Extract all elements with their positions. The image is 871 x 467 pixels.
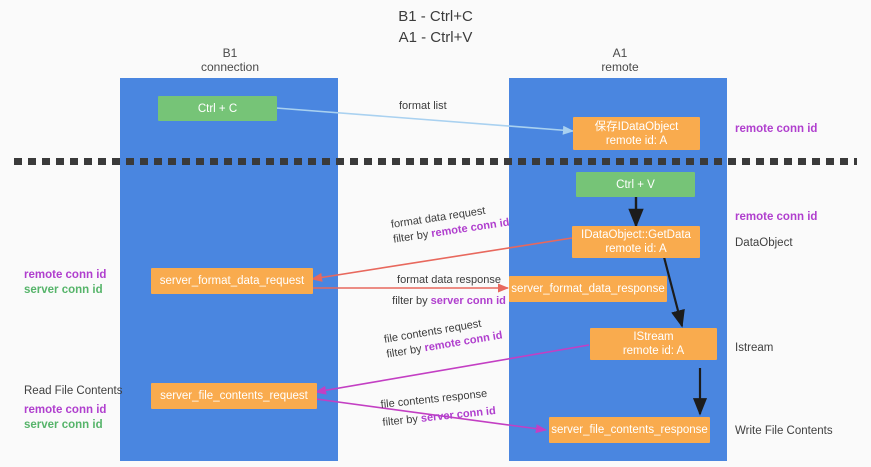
- node-idataobject-getdata-line1: IDataObject::GetData: [581, 229, 691, 241]
- filter-prefix: filter by: [381, 412, 422, 429]
- node-save-idataobject-line2: remote id: A: [605, 134, 668, 147]
- phase-divider: [14, 158, 857, 165]
- annotation-left-conn-ids-top: remote conn id server conn id: [24, 268, 106, 298]
- annotation-remote-conn-id: remote conn id: [24, 269, 107, 281]
- column-header-b1: B1 connection: [120, 46, 340, 74]
- annotation-right-write-file-contents: Write File Contents: [735, 424, 833, 439]
- annotation-server-conn-id: server conn id: [24, 284, 103, 296]
- annotation-text: remote conn id: [735, 211, 818, 223]
- flow-label-format-list-text: format list: [399, 100, 447, 112]
- annotation-text: Istream: [735, 342, 774, 354]
- node-ctrl-c[interactable]: Ctrl + C: [158, 96, 277, 121]
- column-b1-role: connection: [200, 60, 260, 74]
- column-header-a1: A1 remote: [510, 46, 730, 74]
- node-server-format-data-response[interactable]: server_format_data_response: [509, 276, 667, 302]
- annotation-right-remote-conn-id-mid: remote conn id: [735, 210, 817, 225]
- node-idataobject-getdata[interactable]: IDataObject::GetData remote id: A: [572, 226, 700, 258]
- title-line-2: A1 - Ctrl+V: [398, 29, 473, 46]
- annotation-right-istream: Istream: [735, 341, 773, 356]
- node-server-format-data-response-label: server_format_data_response: [511, 283, 665, 295]
- node-ctrl-c-label: Ctrl + C: [197, 102, 238, 115]
- annotation-text: remote conn id: [735, 123, 818, 135]
- annotation-server-conn-id: server conn id: [24, 419, 103, 431]
- node-server-file-contents-response-label: server_file_contents_response: [551, 424, 708, 436]
- node-server-format-data-request-label: server_format_data_request: [159, 275, 305, 287]
- annotation-right-dataobject: DataObject: [735, 236, 793, 251]
- annotation-remote-conn-id: remote conn id: [24, 404, 107, 416]
- node-ctrl-v-label: Ctrl + V: [616, 178, 655, 191]
- flow-label-format-data-response: format data response filter by server co…: [389, 273, 509, 309]
- filter-prefix: filter by: [392, 295, 431, 307]
- node-save-idataobject[interactable]: 保存IDataObject remote id: A: [573, 117, 700, 150]
- flow-label-format-data-request: format data request filter by remote con…: [390, 201, 511, 248]
- filter-key-server-conn-id: server conn id: [420, 405, 497, 425]
- annotation-text: Write File Contents: [735, 425, 833, 437]
- node-server-file-contents-request-label: server_file_contents_request: [160, 390, 308, 402]
- node-save-idataobject-line1: 保存IDataObject: [594, 120, 679, 133]
- column-a1-name: A1: [612, 46, 628, 60]
- node-server-format-data-request[interactable]: server_format_data_request: [151, 268, 313, 294]
- node-ctrl-v[interactable]: Ctrl + V: [576, 172, 695, 197]
- flow-label-file-contents-response: file contents response filter by server …: [380, 386, 497, 431]
- node-istream-line1: IStream: [633, 331, 674, 343]
- node-server-file-contents-request[interactable]: server_file_contents_request: [151, 383, 317, 409]
- node-server-file-contents-response[interactable]: server_file_contents_response: [549, 417, 710, 443]
- flow-label-format-data-response-filter: filter by server conn id: [389, 294, 509, 309]
- column-a1-role: remote: [601, 60, 639, 74]
- annotation-left-read-file-contents-group: Read File Contents remote conn id server…: [24, 384, 122, 433]
- diagram-title: B1 - Ctrl+C A1 - Ctrl+V: [0, 6, 871, 48]
- annotation-right-remote-conn-id-top: remote conn id: [735, 122, 817, 137]
- flow-label-file-contents-request: file contents request filter by remote c…: [383, 314, 504, 363]
- node-idataobject-getdata-line2: remote id: A: [605, 243, 667, 255]
- title-line-1: B1 - Ctrl+C: [398, 8, 473, 25]
- column-b1-name: B1: [222, 46, 238, 60]
- filter-key-server-conn-id: server conn id: [430, 295, 506, 307]
- node-istream[interactable]: IStream remote id: A: [590, 328, 717, 360]
- flow-label-format-data-response-text: format data response: [397, 274, 501, 286]
- annotation-read-file-contents: Read File Contents: [24, 385, 123, 397]
- annotation-text: DataObject: [735, 237, 793, 249]
- flow-label-format-list: format list: [399, 99, 447, 114]
- node-istream-line2: remote id: A: [622, 345, 685, 357]
